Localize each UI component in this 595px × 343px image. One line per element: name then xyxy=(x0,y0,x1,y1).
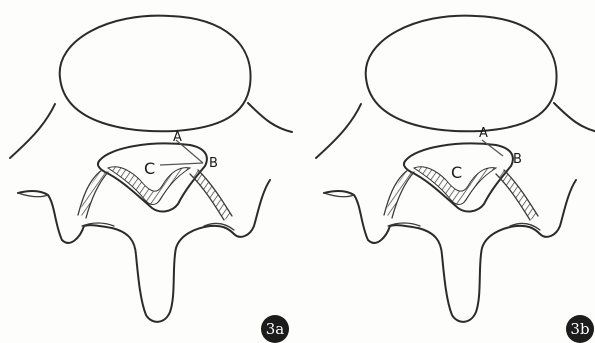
label-b: B xyxy=(209,156,218,171)
badge-3b-text: 3b xyxy=(570,320,589,338)
panel-3a: A B C 3a xyxy=(10,16,292,343)
panel-badge-3a: 3a xyxy=(261,315,289,343)
label-c: C xyxy=(144,159,155,178)
label-c: C xyxy=(451,163,462,182)
label-a: A xyxy=(479,126,488,141)
label-a: A xyxy=(173,130,182,145)
panel-3b: A B C 3b xyxy=(316,16,595,343)
panel-badge-3b: 3b xyxy=(566,315,594,343)
badge-3a-text: 3a xyxy=(266,320,285,338)
line-a-b xyxy=(482,140,503,156)
label-b: B xyxy=(513,152,522,167)
line-c-b xyxy=(160,163,203,165)
